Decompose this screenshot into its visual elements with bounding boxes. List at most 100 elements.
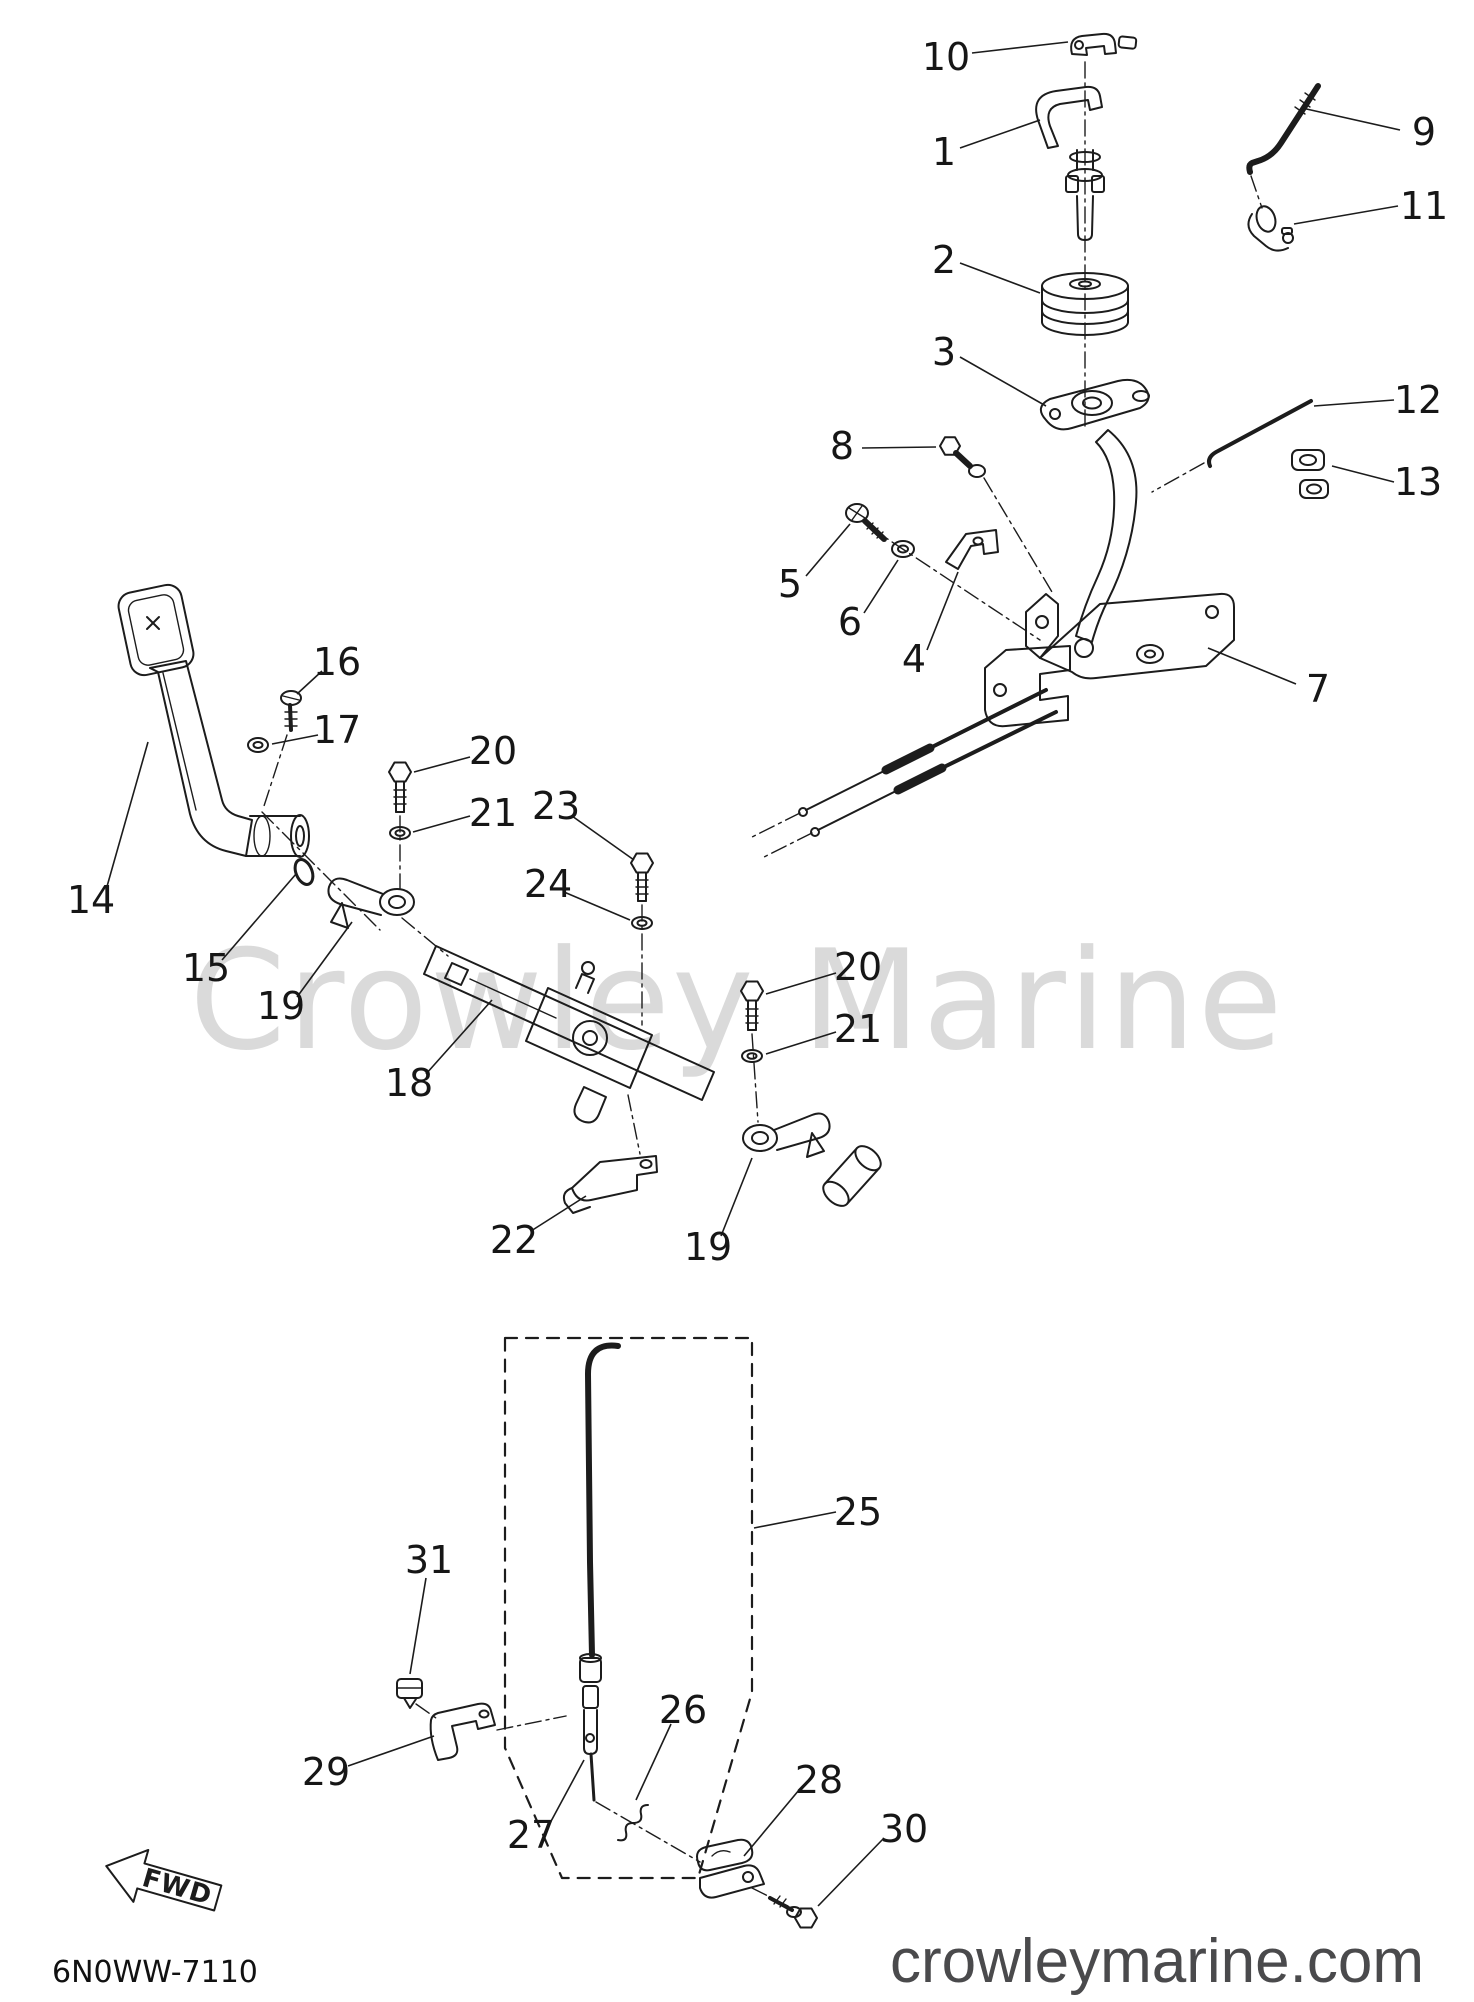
callout-leader-19b <box>720 1157 753 1237</box>
part-3-cam-plate <box>1039 378 1150 431</box>
callout-leader-23 <box>571 815 635 861</box>
throttle-control-assembly-artwork <box>751 32 1329 858</box>
callout-number-6[interactable]: 6 <box>838 600 862 644</box>
callout-leader-6 <box>863 559 899 614</box>
part-17-washer <box>247 737 269 753</box>
callout-number-9[interactable]: 9 <box>1412 110 1436 154</box>
callout-leader-27 <box>548 1759 585 1826</box>
callout-number-29[interactable]: 29 <box>302 1750 350 1794</box>
shift-lever-assembly-artwork <box>117 583 882 1214</box>
part-21b-washer <box>741 1049 763 1063</box>
throttle-cables <box>751 688 1058 858</box>
website-text: crowleymarine.com <box>890 1927 1424 1996</box>
part-12-link-wire <box>1151 399 1313 493</box>
callout-number-27[interactable]: 27 <box>507 1813 555 1857</box>
callout-leader-9 <box>1301 107 1401 131</box>
callout-number-15[interactable]: 15 <box>182 946 230 990</box>
part-18-shift-rod-rack <box>423 945 715 1124</box>
part-26-spring-pin <box>617 1804 649 1842</box>
callout-number-16[interactable]: 16 <box>313 640 361 684</box>
callout-number-19b[interactable]: 19 <box>684 1225 732 1269</box>
part-2-throttle-drum <box>1041 272 1129 336</box>
callout-number-23[interactable]: 23 <box>532 784 580 828</box>
callout-number-8[interactable]: 8 <box>830 424 854 468</box>
callout-leader-13 <box>1331 465 1395 483</box>
callout-number-22[interactable]: 22 <box>490 1218 538 1262</box>
callout-leader-26 <box>635 1723 672 1801</box>
callout-number-21b[interactable]: 21 <box>834 1007 882 1051</box>
callout-number-1[interactable]: 1 <box>932 130 956 174</box>
part-22-bracket <box>562 1094 658 1214</box>
callout-leader-21b <box>765 1031 837 1055</box>
callout-number-7[interactable]: 7 <box>1306 667 1330 711</box>
cable-anchor-bracket <box>984 645 1071 728</box>
callout-number-2[interactable]: 2 <box>932 238 956 282</box>
throttle-cam-lever <box>1074 429 1138 658</box>
callout-leader-18 <box>425 999 493 1075</box>
callout-leader-1 <box>959 119 1041 149</box>
callout-leader-19a <box>296 921 353 998</box>
callout-number-13[interactable]: 13 <box>1394 460 1442 504</box>
callout-number-24[interactable]: 24 <box>524 862 572 906</box>
part-10-cable-clamp <box>1070 32 1138 56</box>
callout-number-30[interactable]: 30 <box>880 1807 928 1851</box>
callout-number-25[interactable]: 25 <box>834 1490 882 1534</box>
callout-number-18[interactable]: 18 <box>385 1061 433 1105</box>
callout-leader-3 <box>959 356 1047 407</box>
part-6-washer <box>891 540 915 558</box>
callout-leader-29 <box>347 1735 435 1767</box>
callout-number-21a[interactable]: 21 <box>469 791 517 835</box>
callout-leader-17 <box>271 734 319 745</box>
callout-number-5[interactable]: 5 <box>778 562 802 606</box>
part-19b-shift-link <box>742 1112 831 1158</box>
part-8-bolt <box>939 436 1053 593</box>
part-20b-bolt <box>740 980 764 1123</box>
callout-leader-28 <box>743 1789 800 1857</box>
callout-leader-8 <box>861 446 937 449</box>
part-16-screw <box>263 690 302 807</box>
callout-leader-10 <box>971 41 1069 54</box>
callout-number-14[interactable]: 14 <box>67 878 115 922</box>
callout-leader-20a <box>413 756 471 773</box>
callout-number-28[interactable]: 28 <box>795 1758 843 1802</box>
part-31-clip <box>396 1678 437 1719</box>
callout-leader-15 <box>221 873 297 961</box>
callout-leader-11 <box>1293 205 1399 225</box>
callout-leader-4 <box>926 571 959 651</box>
callout-number-11[interactable]: 11 <box>1400 184 1448 228</box>
callout-number-12[interactable]: 12 <box>1394 378 1442 422</box>
part-19b-cap <box>822 1145 882 1207</box>
part-30-bolt <box>768 1895 818 1929</box>
part-25-dashed-outline <box>503 1336 754 1880</box>
callout-number-19a[interactable]: 19 <box>257 984 305 1028</box>
diagram-code: 6N0WW-7110 <box>52 1955 258 1990</box>
callout-number-3[interactable]: 3 <box>932 330 956 374</box>
callout-number-4[interactable]: 4 <box>902 637 926 681</box>
callout-leader-25 <box>753 1511 837 1529</box>
shift-rod-assembly-artwork <box>396 1336 818 1929</box>
callout-leader-16 <box>296 670 323 695</box>
part-21a-washer <box>389 826 411 840</box>
part-25-shift-rod <box>579 1342 701 1863</box>
callout-number-26[interactable]: 26 <box>659 1688 707 1732</box>
callout-number-10[interactable]: 10 <box>922 35 970 79</box>
part-19a-shift-link <box>327 877 449 957</box>
callout-number-17[interactable]: 17 <box>313 708 361 752</box>
callout-leader-31 <box>409 1577 427 1675</box>
part-7-bracket <box>1025 592 1235 680</box>
callout-leader-21a <box>412 815 471 833</box>
part-15-o-ring <box>293 858 315 886</box>
callout-leader-7 <box>1207 647 1297 685</box>
callout-number-31[interactable]: 31 <box>405 1538 453 1582</box>
callout-number-20a[interactable]: 20 <box>469 729 517 773</box>
part-1-throttle-lever <box>1035 85 1105 241</box>
callout-leader-20b <box>765 972 837 995</box>
callout-leader-2 <box>959 262 1041 294</box>
callout-leader-12 <box>1313 399 1395 407</box>
callout-leader-24 <box>563 891 631 921</box>
callout-number-20b[interactable]: 20 <box>834 945 882 989</box>
callout-leader-30 <box>817 1837 885 1907</box>
